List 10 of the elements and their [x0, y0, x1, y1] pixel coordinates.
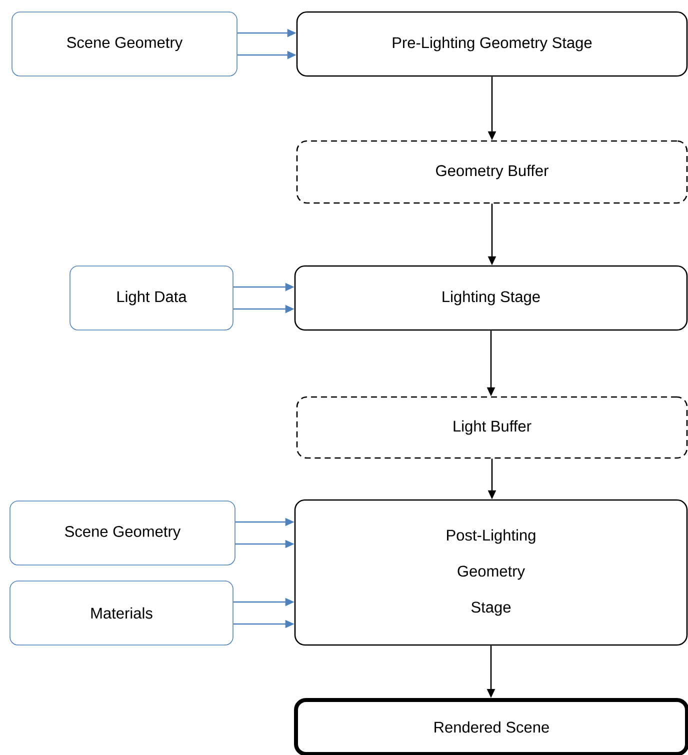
buffer-box: Geometry Buffer — [296, 140, 688, 204]
output-box: Rendered Scene — [294, 698, 688, 755]
buffer-box: Light Buffer — [296, 396, 688, 459]
input-box: Light Data — [70, 266, 234, 330]
input-box: Scene Geometry — [10, 500, 236, 566]
stage-box: Post-Lighting Geometry Stage — [294, 499, 688, 646]
stage-box: Lighting Stage — [294, 265, 688, 331]
input-box: Scene Geometry — [12, 12, 238, 76]
stage-box: Pre-Lighting Geometry Stage — [296, 11, 688, 77]
input-box: Materials — [10, 580, 234, 646]
